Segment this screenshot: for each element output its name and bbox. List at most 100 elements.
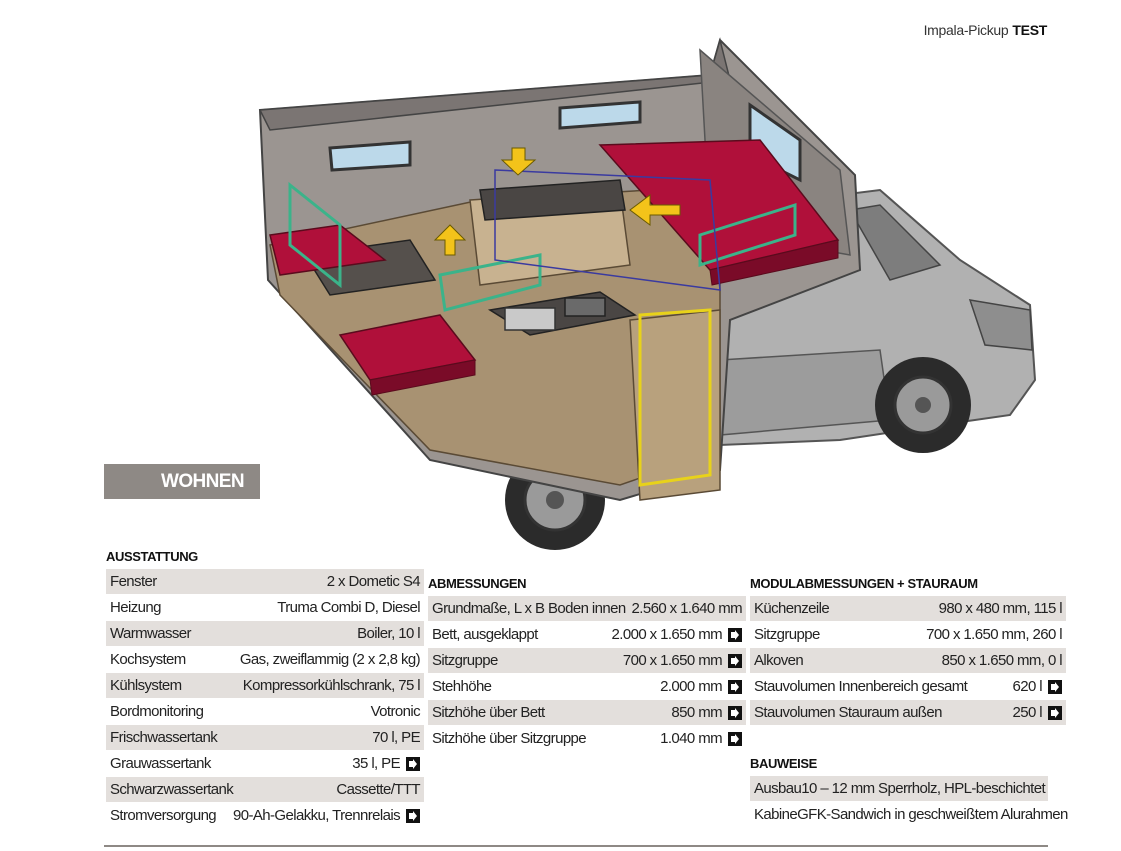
row-label: Sitzgruppe (754, 626, 820, 643)
arrow-box-icon-wrap (1048, 705, 1062, 720)
camper-cutaway-illustration (258, 37, 1037, 550)
row-label: Bett, ausgeklappt (432, 626, 538, 643)
table-row: Stehhöhe 2.000 mm (428, 673, 746, 699)
row-value: 35 l, PE (352, 755, 400, 772)
arrow-box-icon (728, 705, 742, 720)
row-label: Fenster (110, 573, 157, 590)
row-value: Boiler, 10 l (357, 625, 420, 642)
row-label: Stauvolumen Stauraum außen (754, 704, 942, 721)
row-value: 90-Ah-Gelakku, Trennrelais (233, 807, 401, 824)
arrow-box-icon (728, 731, 742, 746)
arrow-box-icon (728, 679, 742, 694)
table-row: Alkoven 850 x 1.650 mm, 0 l (750, 647, 1066, 673)
arrow-box-icon-wrap (1048, 679, 1062, 694)
table-row: Küchenzeile 980 x 480 mm, 115 l (750, 595, 1066, 621)
row-value: 1.040 mm (660, 730, 723, 747)
row-value: 2.000 mm (660, 678, 723, 695)
row-label: Heizung (110, 599, 161, 616)
table-title: MODULABMESSUNGEN + STAURAUM (750, 576, 978, 591)
dimensions-table: ABMESSUNGEN Grundmaße, L x B Boden innen 2… (428, 573, 746, 751)
table-row: Fenster 2 x Dometic S4 (106, 568, 424, 594)
row-label: Frischwassertank (110, 729, 218, 746)
row-label: Sitzhöhe über Sitzgruppe (432, 730, 587, 747)
row-value: Gas, zweiflammig (2 x 2,8 kg) (239, 651, 421, 668)
arrow-box-icon (406, 808, 420, 823)
row-label: Schwarzwassertank (110, 781, 234, 798)
row-value: 980 x 480 mm, 115 l (938, 600, 1063, 617)
row-label: Grauwassertank (110, 755, 211, 772)
row-label: Stehhöhe (432, 678, 492, 695)
table-row: Grauwassertank 35 l, PE (106, 750, 424, 776)
row-label: Stromversorgung (110, 807, 217, 824)
header-tag: TEST (1012, 22, 1047, 38)
table-row: Stauvolumen Stauraum außen 250 l (750, 699, 1066, 725)
arrow-box-icon (1048, 679, 1062, 694)
table-row: Schwarzwassertank Cassette/TTT (106, 776, 424, 802)
table-row: Kühlsystem Kompressorkühlschrank, 75 l (106, 672, 424, 698)
table-row: Sitzgruppe 700 x 1.650 mm, 260 l (750, 621, 1066, 647)
arrow-box-icon-wrap (728, 705, 742, 720)
arrow-box-icon-wrap (728, 627, 742, 642)
row-label: Kühlsystem (110, 677, 182, 694)
arrow-box-icon (1048, 705, 1062, 720)
section-badge: WOHNEN (104, 464, 260, 499)
cabin-shell (258, 37, 862, 502)
table-row: Bordmonitoring Votronic (106, 698, 424, 724)
table-title: ABMESSUNGEN (428, 576, 527, 591)
row-value: 2.000 x 1.650 mm (611, 626, 723, 643)
row-label: Alkoven (754, 652, 804, 669)
table-row: Warmwasser Boiler, 10 l (106, 620, 424, 646)
row-value: 250 l (1012, 704, 1042, 721)
arrow-box-icon-wrap (728, 653, 742, 668)
row-value: Cassette/TTT (336, 781, 420, 798)
arrow-box-icon (406, 756, 420, 771)
table-row: Stromversorgung 90-Ah-Gelakku, Trennrelai… (106, 802, 424, 828)
row-label: Kabine (754, 806, 798, 823)
row-value: 10 – 12 mm Sperrholz, HPL-beschichtet (801, 780, 1046, 797)
row-label: Sitzhöhe über Bett (432, 704, 545, 721)
row-value: 620 l (1012, 678, 1042, 695)
table-row: Bett, ausgeklappt 2.000 x 1.650 mm (428, 621, 746, 647)
row-value: 850 x 1.650 mm, 0 l (941, 652, 1063, 669)
row-value: Kompressorkühlschrank, 75 l (242, 677, 421, 694)
table-row: Frischwassertank 70 l, PE (106, 724, 424, 750)
row-label: Warmwasser (110, 625, 192, 642)
row-value: 2 x Dometic S4 (326, 573, 421, 590)
table-row: Sitzhöhe über Sitzgruppe 1.040 mm (428, 725, 746, 751)
row-label: Bordmonitoring (110, 703, 204, 720)
arrow-box-icon-wrap (728, 679, 742, 694)
row-label: Sitzgruppe (432, 652, 498, 669)
equipment-table: AUSSTATTUNG Fenster 2 x Dometic S4 Heizung T… (106, 546, 424, 828)
table-title: BAUWEISE (750, 756, 817, 771)
table-row: Grundmaße, L x B Boden innen 2.560 x 1.64… (428, 595, 746, 621)
row-label: Küchenzeile (754, 600, 830, 617)
row-label: Ausbau (754, 780, 802, 797)
module-dimensions-table: MODULABMESSUNGEN + STAURAUM Küchenzeile 98… (750, 573, 1066, 725)
row-value: 2.560 x 1.640 mm (631, 600, 743, 617)
row-label: Grundmaße, L x B Boden innen (432, 600, 626, 617)
row-value: 700 x 1.650 mm, 260 l (926, 626, 1062, 643)
row-value: 70 l, PE (372, 729, 420, 746)
row-value: GFK-Sandwich in geschweißtem Alurahmen (797, 806, 1068, 823)
header-model: Impala-Pickup (923, 22, 1009, 38)
row-label: Kochsystem (110, 651, 186, 668)
arrow-box-icon-wrap (406, 808, 420, 823)
arrow-box-icon (728, 653, 742, 668)
table-row: Heizung Truma Combi D, Diesel (106, 594, 424, 620)
row-label: Stauvolumen Innenbereich gesamt (754, 678, 968, 695)
table-title: AUSSTATTUNG (106, 549, 198, 564)
table-row: Stauvolumen Innenbereich gesamt 620 l (750, 673, 1066, 699)
arrow-box-icon (728, 627, 742, 642)
bottom-divider (104, 845, 1048, 847)
arrow-box-icon-wrap (728, 731, 742, 746)
row-value: Votronic (370, 703, 421, 720)
table-row: Kochsystem Gas, zweiflammig (2 x 2,8 kg) (106, 646, 424, 672)
arrow-box-icon-wrap (406, 756, 420, 771)
row-value: Truma Combi D, Diesel (277, 599, 420, 616)
